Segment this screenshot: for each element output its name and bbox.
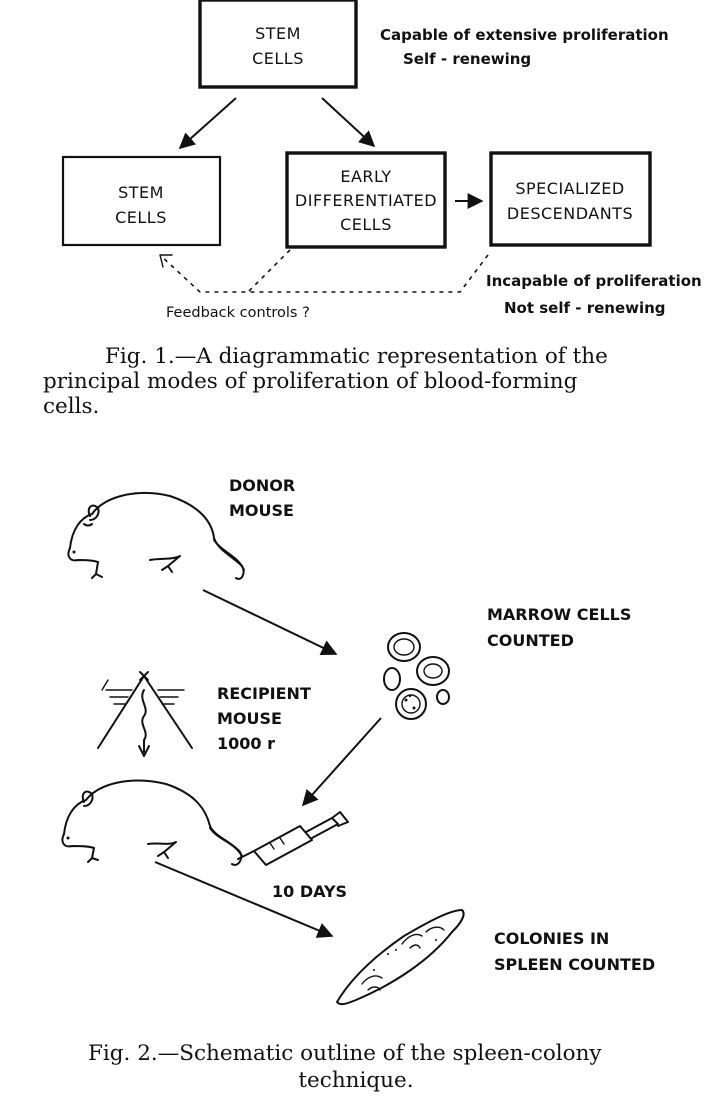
radiation-source-drawing: [97, 671, 193, 757]
right-box-line-1: SPECIALIZED: [515, 179, 624, 198]
feedback-dashed-inner: [247, 249, 291, 293]
left-stem-cells-box: [61, 155, 222, 247]
recipient-line-2: MOUSE: [217, 709, 282, 728]
arrow-to-left-box: [178, 97, 237, 150]
donor-line-2: MOUSE: [229, 501, 294, 520]
recipient-line-1: RECIPIENT: [217, 684, 311, 703]
donor-line-1: DONOR: [229, 476, 295, 495]
middle-box-line-3: CELLS: [340, 215, 392, 234]
specialized-descendants-box: [489, 151, 652, 247]
recipient-line-3: 1000 r: [217, 734, 275, 753]
left-box-line-2: CELLS: [115, 208, 167, 227]
arrow-to-middle-box: [321, 97, 376, 148]
colonies-line-2: SPLEEN COUNTED: [494, 955, 655, 974]
fig2-caption-line-2: technique.: [298, 1068, 413, 1093]
arrow-donor-to-marrow: [202, 589, 338, 655]
donor-mouse-drawing: [67, 491, 245, 580]
marrow-line-1: MARROW CELLS: [487, 605, 631, 624]
days-label: 10 DAYS: [272, 882, 347, 901]
fig1-caption-line-3: cells.: [43, 394, 99, 419]
early-differentiated-box: [285, 151, 447, 249]
middle-box-line-1: EARLY: [340, 167, 391, 186]
fig1-diagram: STEM CELLS Capable of extensive prolifer…: [61, 0, 702, 321]
arrow-marrow-to-syringe: [301, 717, 382, 807]
middle-box-line-2: DIFFERENTIATED: [295, 191, 437, 210]
top-box-line-2: CELLS: [252, 49, 304, 68]
top-note-line-1: Capable of extensive proliferation: [380, 26, 669, 44]
spleen-drawing: [336, 909, 465, 1006]
fig1-caption-line-2: principal modes of proliferation of bloo…: [43, 369, 578, 394]
left-box-line-1: STEM: [118, 183, 164, 202]
top-box-line-1: STEM: [255, 24, 301, 43]
fig2-caption-line-1: Fig. 2.—Schematic outline of the spleen-…: [88, 1041, 602, 1066]
fig2-diagram: DONOR MOUSE MARROW CELLS COUNTED: [61, 476, 655, 1006]
right-note-line-1: Incapable of proliferation: [486, 272, 702, 290]
feedback-dashed-outer: [159, 254, 489, 293]
right-note-line-2: Not self - renewing: [504, 299, 666, 317]
feedback-arrowhead: [159, 254, 173, 268]
syringe-drawing: [237, 811, 349, 866]
marrow-line-2: COUNTED: [487, 631, 574, 650]
right-box-line-2: DESCENDANTS: [507, 204, 633, 223]
arrow-recipient-to-spleen: [154, 861, 334, 938]
recipient-mouse-drawing: [61, 779, 243, 866]
marrow-cells-drawing: [383, 632, 450, 720]
top-note-line-2: Self - renewing: [403, 50, 531, 68]
colonies-line-1: COLONIES IN: [494, 929, 609, 948]
top-stem-cells-box: [198, 0, 358, 89]
fig1-caption-line-1: Fig. 1.—A diagrammatic representation of…: [105, 344, 608, 369]
feedback-label: Feedback controls ?: [166, 305, 310, 321]
